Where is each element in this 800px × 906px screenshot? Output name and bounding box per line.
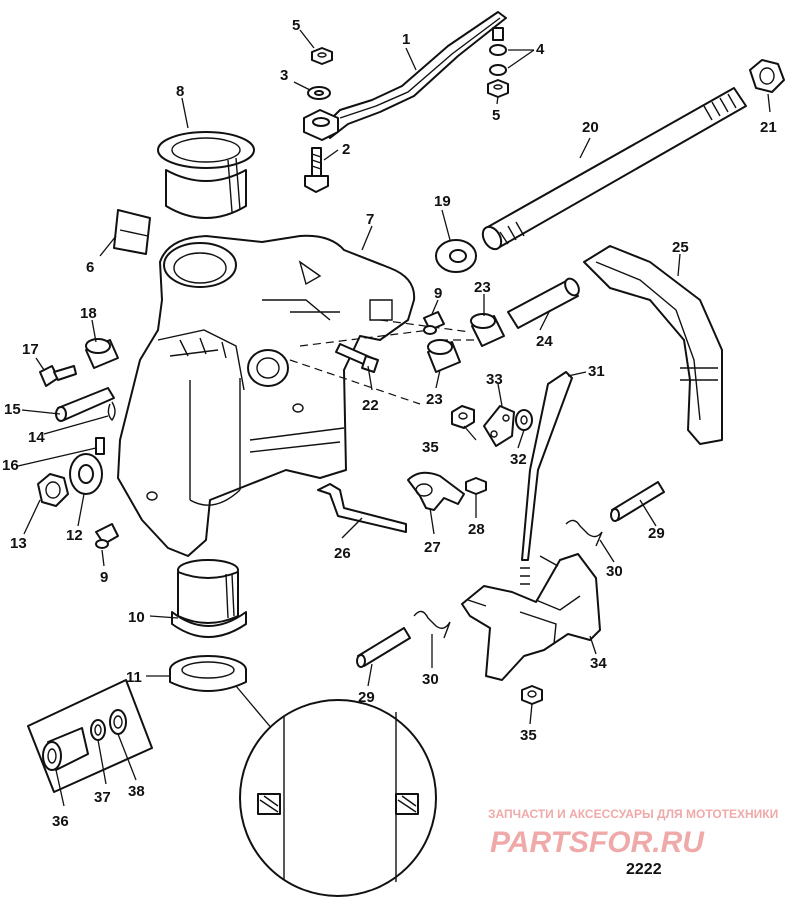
callout-22: 22 [362, 397, 379, 414]
part-12-washer [69, 453, 103, 495]
part-5-nut-right [487, 79, 509, 98]
part-31-lock-rod [520, 371, 573, 585]
part-15-pin [55, 387, 115, 422]
callout-23-lower: 23 [426, 391, 443, 408]
part-27-lock-bracket [407, 471, 465, 511]
part-1-steering-link-rod [303, 11, 507, 141]
part-30-clip-lower [413, 610, 451, 639]
callout-30-right: 30 [606, 563, 623, 580]
callout-24: 24 [536, 333, 553, 350]
watermark-brand: PARTSFOR.RU [490, 826, 705, 859]
callout-5-right: 5 [492, 107, 500, 124]
part-11-seal [169, 655, 247, 692]
callout-29-lower: 29 [358, 689, 375, 706]
callout-3: 3 [280, 67, 288, 84]
part-13-nut [37, 473, 69, 507]
part-8-upper-bushing [157, 131, 255, 219]
callout-16: 16 [2, 457, 19, 474]
callout-2: 2 [342, 141, 350, 158]
callout-12: 12 [66, 527, 83, 544]
callout-37: 37 [94, 789, 111, 806]
part-33-plate [483, 405, 515, 447]
part-6-pad [113, 209, 151, 255]
callout-35-lower: 35 [520, 727, 537, 744]
part-23-bushing-upper [470, 313, 505, 347]
callout-18: 18 [80, 305, 97, 322]
part-10-lower-bushing [171, 559, 247, 638]
callout-25: 25 [672, 239, 689, 256]
part-2-bolt [304, 147, 329, 193]
callout-8: 8 [176, 83, 184, 100]
part-22-bolt [335, 343, 379, 373]
callout-14: 14 [28, 429, 45, 446]
part-30-clip-right [565, 519, 603, 547]
callout-38: 38 [128, 783, 145, 800]
diagram-code: 2222 [626, 861, 662, 878]
callout-28: 28 [468, 521, 485, 538]
callout-27: 27 [424, 539, 441, 556]
part-24-pin [507, 277, 580, 329]
callout-4: 4 [536, 41, 545, 58]
callout-31: 31 [588, 363, 605, 380]
part-35-nut-upper [451, 405, 475, 429]
leader-lines [17, 29, 771, 807]
callout-21: 21 [760, 119, 777, 136]
part-20-tilt-tube [481, 87, 747, 251]
callout-15: 15 [4, 401, 21, 418]
callout-7: 7 [366, 211, 374, 228]
callout-23-upper: 23 [474, 279, 491, 296]
part-9-grease-fitting-lower [95, 523, 119, 549]
part-26-bent-rod [317, 483, 407, 533]
callout-1: 1 [402, 31, 410, 48]
part-28-nut [465, 477, 487, 495]
part-34-tilt-lock [461, 553, 601, 681]
part-32-washer [515, 409, 533, 431]
part-18-sleeve [85, 338, 119, 369]
callout-32: 32 [510, 451, 527, 468]
callout-13: 13 [10, 535, 27, 552]
part-16-key [95, 437, 105, 455]
seal-detail-view [239, 699, 437, 897]
callout-29-right: 29 [648, 525, 665, 542]
part-29-pin-lower [356, 627, 411, 668]
part-4-bushings [489, 27, 507, 76]
callout-26: 26 [334, 545, 351, 562]
callout-34: 34 [590, 655, 607, 672]
callout-10: 10 [128, 609, 145, 626]
part-17-bolt [39, 365, 77, 387]
callout-9-lower: 9 [100, 569, 108, 586]
callout-6: 6 [86, 259, 94, 276]
part-9-grease-fitting-upper [423, 311, 445, 335]
watermark: ЗАПЧАСТИ И АКСЕССУАРЫ ДЛЯ МОТОТЕХНИКИ PA… [488, 807, 778, 859]
part-35-nut-lower [521, 685, 543, 705]
inset-box-36-37-38 [27, 679, 153, 793]
callout-9-upper: 9 [434, 285, 442, 302]
callout-labels: 1 2 3 4 5 5 6 7 8 9 9 10 11 12 13 14 15 … [2, 17, 777, 830]
assembly-guide-lines [289, 319, 480, 405]
part-19-washer [435, 239, 477, 273]
part-3-washer [307, 86, 331, 100]
callout-20: 20 [582, 119, 599, 136]
callout-30-lower: 30 [422, 671, 439, 688]
part-7-swivel-bracket [117, 234, 416, 557]
part-21-nut [749, 59, 785, 93]
part-25-strap [583, 245, 723, 445]
callout-11: 11 [126, 669, 142, 686]
callout-19: 19 [434, 193, 451, 210]
part-29-pin-right [610, 481, 665, 522]
callout-35-upper: 35 [422, 439, 439, 456]
callout-33: 33 [486, 371, 503, 388]
part-5-nut-top [311, 47, 333, 65]
part-23-bushing-lower [427, 339, 461, 373]
callout-5-top: 5 [292, 17, 300, 34]
callout-17: 17 [22, 341, 39, 358]
watermark-caption: ЗАПЧАСТИ И АКСЕССУАРЫ ДЛЯ МОТОТЕХНИКИ [488, 807, 778, 821]
part-14-clip [107, 401, 116, 422]
callout-36: 36 [52, 813, 69, 830]
